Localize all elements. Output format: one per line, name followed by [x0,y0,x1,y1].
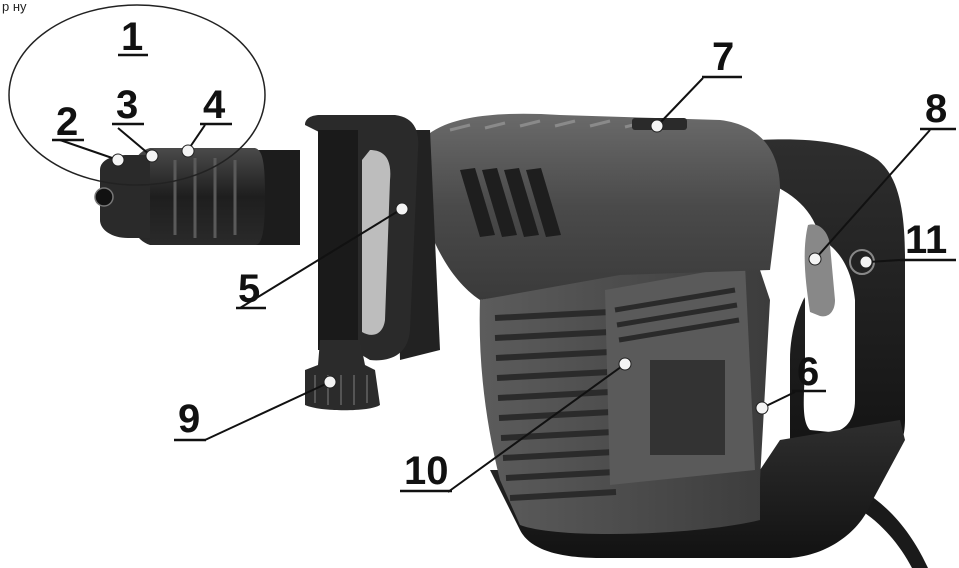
dot-4 [181,144,195,158]
dot-2 [111,153,125,167]
dot-9 [323,375,337,389]
callout-label-9: 9 [178,397,200,441]
leader-2 [59,139,119,161]
power-cord [852,490,928,568]
gearbox-vents [460,168,561,237]
callout-label-11: 11 [905,218,947,262]
label-plate [650,360,725,455]
chuck-nose [100,155,150,238]
leader-7 [657,77,704,126]
leader-11 [867,259,901,263]
dot-8 [808,252,822,266]
corner-text: р ну [2,0,27,14]
callout-label-5: 5 [238,267,260,311]
dot-6 [755,401,769,415]
callout-label-3: 3 [116,83,138,127]
side-handle-opening [362,150,391,335]
tool-illustration [94,113,928,568]
side-vents [614,287,740,343]
leader-lines [59,77,931,493]
chuck-callout-ellipse [8,4,266,186]
bit-hole [94,187,114,207]
callout-label-7: 7 [712,35,734,79]
leader-8 [815,129,931,259]
dot-3 [145,149,159,163]
callout-labels: 1 2 3 4 5 6 7 8 9 10 11 [52,15,956,493]
callout-label-8: 8 [925,87,947,131]
dot-7 [650,119,664,133]
marker-dots [111,119,873,415]
leader-5 [239,209,401,309]
leader-3 [117,127,151,156]
dot-11 [859,255,873,269]
leader-10 [447,363,626,493]
callout-label-6: 6 [797,350,819,394]
dot-10 [618,357,632,371]
callout-label-10: 10 [404,449,449,493]
callout-label-1: 1 [121,15,143,59]
depth-knob [305,340,380,411]
dot-5 [395,202,409,216]
callout-label-4: 4 [203,83,226,127]
gearbox-housing [415,113,780,300]
leader-9 [204,381,331,441]
callout-label-2: 2 [56,100,78,144]
trigger [804,224,835,317]
chuck-grooves [173,158,237,238]
